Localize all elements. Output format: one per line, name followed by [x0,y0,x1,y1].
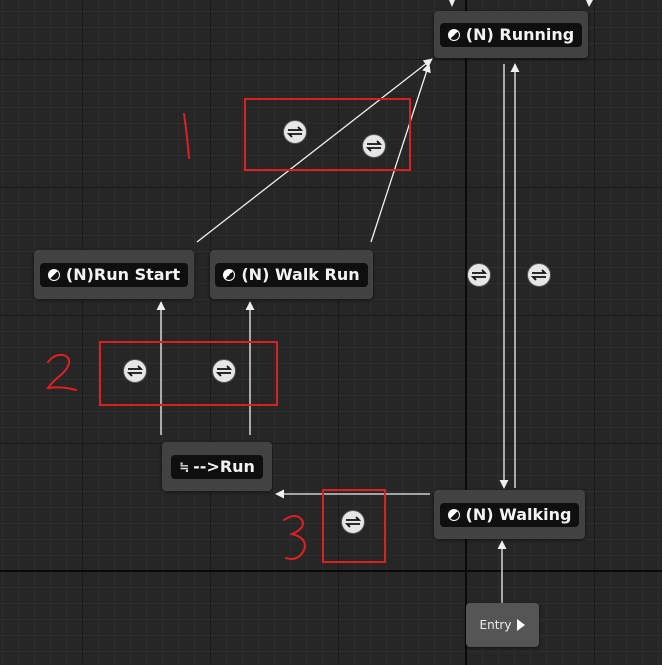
transition-rule-icon[interactable] [527,263,551,287]
transition-rule-icon[interactable] [283,120,307,144]
highlight-box-2 [99,341,278,406]
offscreen-arrow-right [586,0,593,7]
state-icon [223,268,236,281]
graph-axis-vertical [465,0,467,665]
state-walk-run[interactable]: (N) Walk Run [210,250,373,299]
offscreen-arrow-left [449,0,455,7]
transition-rule-icon[interactable] [341,510,365,534]
state-icon [47,268,60,281]
transition-rule-icon[interactable] [123,359,147,383]
conduit-icon: ≒ [179,459,189,474]
state-label: (N) Walking [465,505,572,524]
entry-arrow-icon [517,619,526,631]
annotation-number-2 [45,353,77,391]
entry-node[interactable]: Entry [466,603,539,647]
transition-rule-icon[interactable] [467,263,491,287]
state-walking[interactable]: (N) Walking [434,490,585,539]
annotation-number-1 [183,113,190,159]
conduit-run[interactable]: ≒ -->Run [162,442,272,491]
entry-label: Entry [479,618,512,632]
graph-axis-horizontal [0,570,662,572]
state-label: (N) Running [465,25,575,44]
state-icon [447,508,460,521]
state-label: (N)Run Start [65,265,181,284]
state-icon [447,28,460,41]
conduit-label: -->Run [193,457,255,476]
wire-walkrun-to-running [370,63,431,243]
highlight-box-1 [244,98,411,171]
wire-runstart-to-running [196,58,433,243]
transition-rule-icon[interactable] [362,134,386,158]
state-running[interactable]: (N) Running [434,11,588,58]
annotation-number-3 [283,515,306,560]
state-label: (N) Walk Run [241,265,360,284]
highlight-box-3 [322,489,386,563]
state-run-start[interactable]: (N)Run Start [34,250,194,299]
transition-rule-icon[interactable] [212,359,236,383]
